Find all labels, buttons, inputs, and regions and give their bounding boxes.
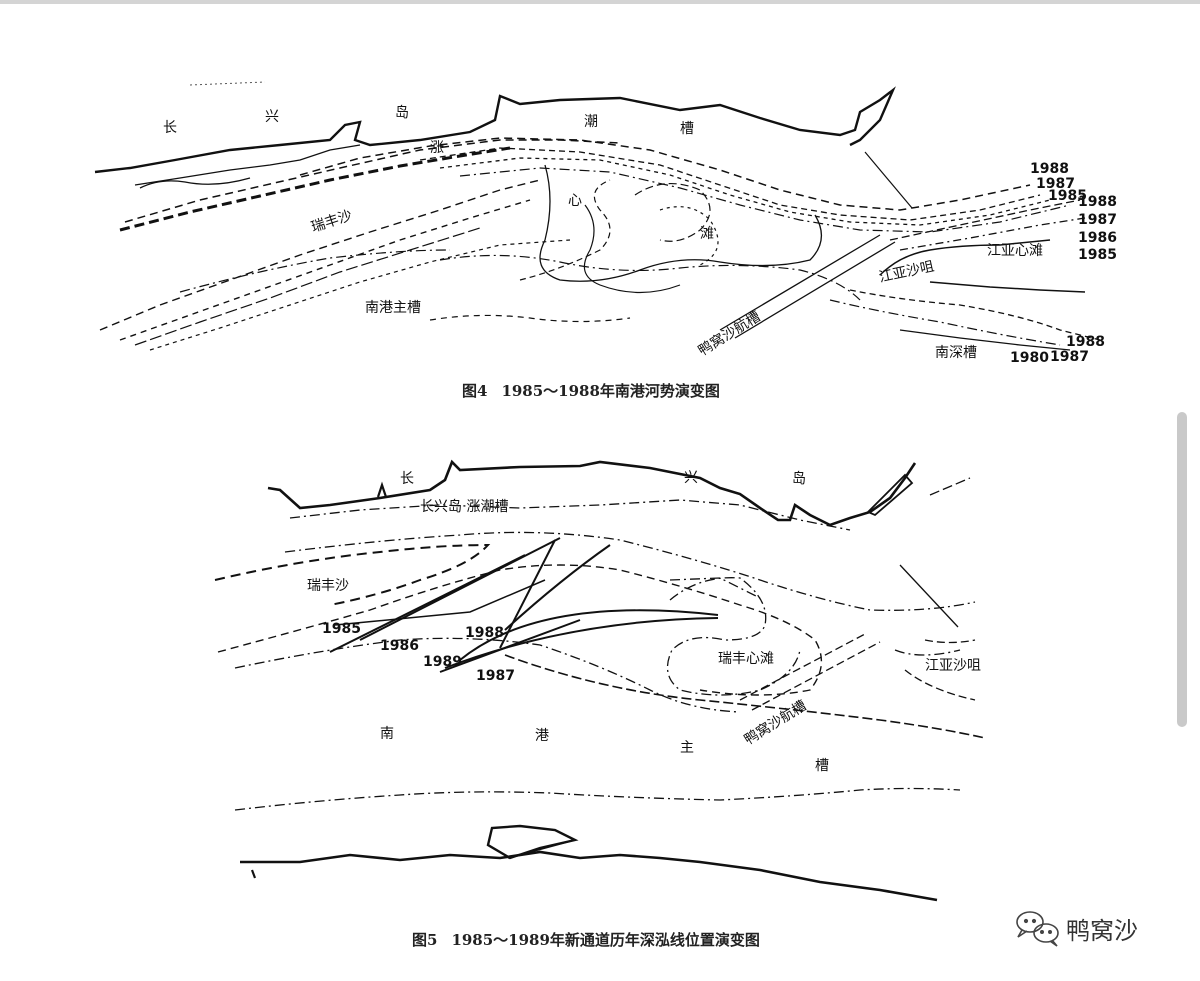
fig4-label-ruifengsha: 瑞丰沙 [309, 208, 354, 236]
fig5-label-cao: 槽 [815, 758, 829, 774]
figure-4-labels: 长 兴 岛 涨 潮 槽 瑞丰沙 心 滩 南港主槽 江亚心滩 江亚沙咀 鸭窝沙航槽… [163, 105, 1117, 366]
fig4-shoreline [94, 86, 896, 174]
fig5-label-zhu: 主 [680, 740, 694, 756]
fig4-label-jiangya-spit: 江亚沙咀 [878, 259, 936, 286]
fig5-north-shoreline [267, 459, 917, 527]
figure-5-caption: 图5 1985～1989年新通道历年深泓线位置演变图 [412, 929, 760, 950]
fig5-ruifeng-bar-outline [666, 577, 801, 696]
fig5-label-dao: 岛 [792, 471, 806, 487]
fig4-year-6: 1986 [1078, 230, 1117, 246]
fig5-year-1987: 1987 [476, 668, 515, 684]
fig4-year-2: 1987 [1036, 176, 1075, 192]
fig5-thalweg-1987 [444, 617, 719, 669]
fig5-label-gang: 港 [535, 728, 549, 744]
fig4-label-jiangya-bar: 江亚心滩 [987, 243, 1043, 259]
fig5-label-ruifengsha: 瑞丰沙 [307, 578, 349, 594]
fig4-label-nangang-main: 南港主槽 [365, 300, 421, 316]
fig5-year-1989: 1989 [423, 654, 462, 670]
figure-5-caption-text: 1985～1989年新通道历年深泓线位置演变图 [451, 931, 760, 949]
fig4-year-8: 1988 [1066, 334, 1105, 350]
fig4-year-7: 1985 [1078, 247, 1117, 263]
figure-5-caption-number: 图5 [412, 931, 438, 949]
figure-4-caption: 图4 1985～1988年南港河势演变图 [462, 380, 720, 401]
fig4-year-3: 1985 [1048, 188, 1087, 204]
fig5-label-flood-channel: 长兴岛 涨潮槽 [420, 499, 508, 515]
fig5-thalweg-1985 [329, 554, 526, 653]
fig5-label-jiangya-spit: 江亚沙咀 [925, 658, 981, 674]
fig4-label-dao: 岛 [395, 105, 409, 121]
fig4-label-yawosha-channel: 鸭窝沙航槽 [695, 308, 763, 360]
browser-top-bar [0, 0, 1200, 4]
fig5-yawosha-channel [739, 633, 881, 711]
fig4-label-nanshen-channel: 南深槽 [935, 345, 977, 361]
fig5-thalweg-1986 [359, 537, 561, 641]
figure-5-map [214, 459, 986, 902]
fig5-label-nan: 南 [380, 726, 394, 742]
figure-4-caption-text: 1985～1988年南港河势演变图 [501, 382, 720, 400]
fig4-label-tan: 滩 [700, 226, 714, 242]
fig4-label-cao: 槽 [680, 121, 694, 137]
fig4-year-9: 1980 [1010, 350, 1049, 366]
figure-4-caption-number: 图4 [462, 382, 488, 400]
fig4-shore-hook [139, 177, 251, 189]
vertical-scrollbar[interactable] [1177, 412, 1187, 727]
fig4-year-5: 1987 [1078, 212, 1117, 228]
fig5-label-chang: 长 [400, 471, 414, 487]
figure-5-labels: 长 兴 岛 长兴岛 涨潮槽 瑞丰沙 瑞丰心滩 江亚沙咀 鸭窝沙航槽 南 港 主 … [307, 470, 981, 774]
fig5-south-shoreline [240, 850, 938, 902]
fig5-year-1988: 1988 [465, 625, 504, 641]
fig4-year-1: 1988 [1030, 161, 1069, 177]
watermark: 鸭窝沙 [1014, 906, 1164, 950]
fig4-flood-channel-line [119, 146, 511, 232]
fig4-label-xing: 兴 [265, 109, 279, 125]
fig5-label-ruifeng-bar: 瑞丰心滩 [718, 651, 774, 667]
fig4-yawosha-channel [719, 234, 896, 339]
fig4-shore-inner [134, 144, 361, 186]
fig4-label-chao: 潮 [584, 114, 598, 130]
fig4-label-zhang: 涨 [430, 140, 444, 156]
fig5-year-1986: 1986 [380, 638, 419, 654]
chat-bubbles-icon [1016, 911, 1059, 947]
figure-4-map [94, 81, 1101, 351]
fig4-year-10: 1987 [1050, 349, 1089, 365]
fig5-label-xing: 兴 [684, 470, 698, 486]
watermark-text: 鸭窝沙 [1066, 916, 1138, 945]
fig4-label-xin: 心 [568, 193, 582, 209]
fig5-thalweg-1988 [504, 544, 611, 631]
fig4-label-chang: 长 [163, 120, 177, 136]
fig4-year-4: 1988 [1078, 194, 1117, 210]
fig5-year-1985: 1985 [322, 621, 361, 637]
